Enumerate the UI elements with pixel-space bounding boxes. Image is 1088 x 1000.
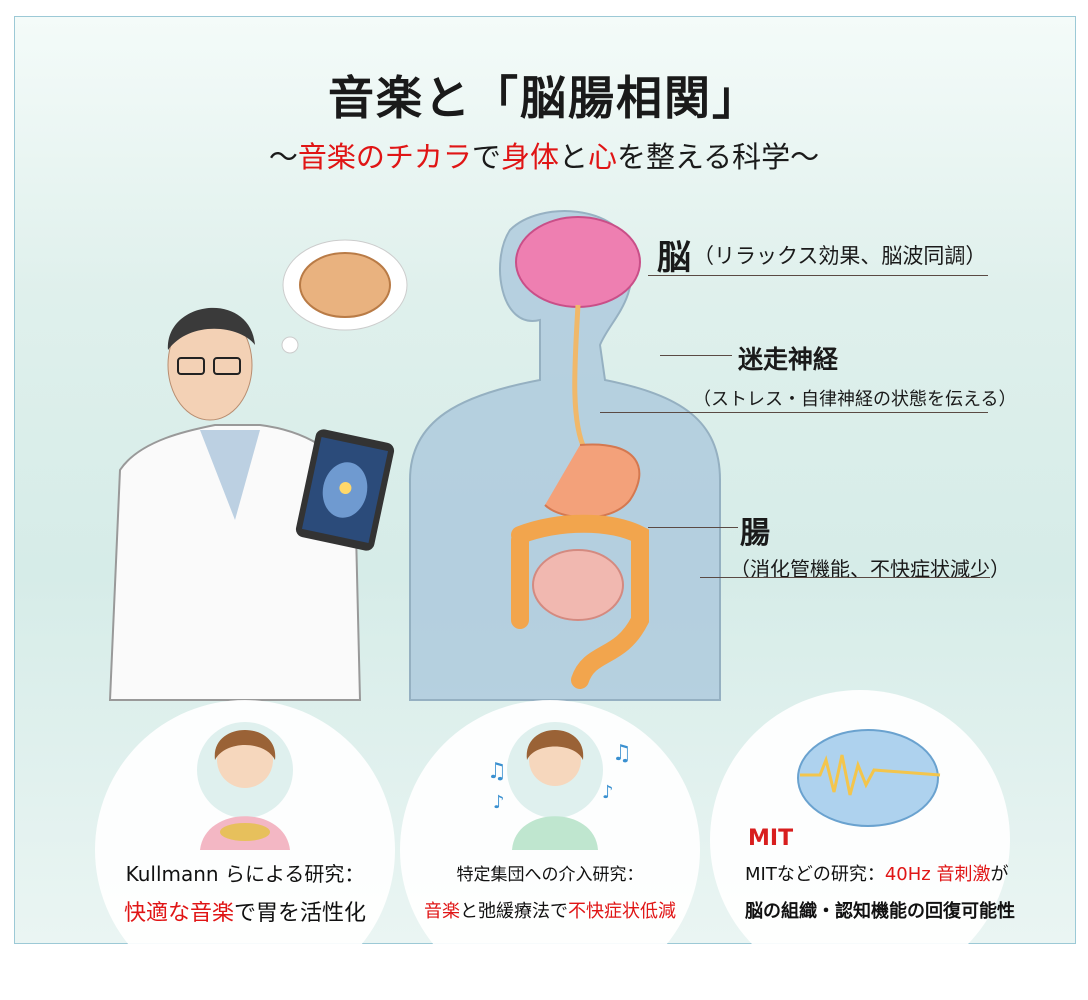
study-3-line2: 脳の組織・認知機能の回復可能性	[745, 901, 1015, 922]
brain-label: 脳	[657, 238, 691, 278]
vagus-pointer-line	[660, 355, 732, 356]
vagus-label: 迷走神経	[738, 345, 839, 374]
subtitle-part: 音楽	[297, 140, 356, 174]
study-highlight: 音楽	[424, 901, 460, 922]
mit-badge: MIT	[748, 826, 794, 851]
subtitle-part: で	[471, 140, 501, 174]
music-note-icon: ♫	[612, 741, 632, 766]
page-title: 音楽と「脳腸相関」	[328, 71, 760, 125]
subtitle: 〜音楽のチカラで身体と心を整える科学〜	[0, 134, 1088, 176]
study-text: で胃を活性化	[234, 901, 367, 926]
subtitle-part: 〜	[268, 140, 298, 174]
brain-sublabel: （リラックス効果、脳波同調）	[693, 244, 987, 268]
subtitle-part: の	[355, 140, 385, 174]
study-text: が	[990, 864, 1009, 885]
thought-brain-icon	[299, 252, 391, 318]
music-note-icon: ♪	[493, 792, 505, 813]
doctor-illustration	[108, 239, 408, 701]
tablet-icon	[295, 429, 395, 551]
food-plate-icon	[220, 823, 270, 841]
study-highlight: 不快症状低減	[568, 901, 676, 922]
study-text: と弛緩療法で	[460, 901, 568, 922]
study-3-line1: MITなどの研究：40Hz 音刺激が	[745, 860, 1008, 886]
study-highlight: 40Hz 音刺激	[884, 864, 991, 885]
gut-pointer-line	[648, 527, 738, 528]
study-illustrations: ♫ ♫ ♪ ♪	[197, 722, 941, 850]
study-highlight: 快適な音楽	[123, 901, 234, 926]
gut-label: 腸	[740, 516, 770, 551]
study-2-line1: 特定集団への介入研究：	[456, 865, 644, 885]
study-1-line2: 快適な音楽で胃を活性化	[95, 895, 395, 927]
study-text: MITなどの研究：	[745, 864, 885, 885]
brain-pointer-line	[648, 275, 988, 276]
subtitle-part: 身体	[500, 140, 559, 174]
study-2-line2: 音楽と弛緩療法で不快症状低減	[400, 897, 700, 923]
vagus-sublabel: （ストレス・自律神経の状態を伝える）	[693, 389, 1017, 410]
vagus-pointer-line	[600, 412, 988, 413]
subtitle-part: チカラ	[384, 140, 472, 174]
subtitle-part: と	[558, 140, 588, 174]
music-note-icon: ♫	[487, 759, 507, 784]
subtitle-part: を整える科学〜	[616, 140, 820, 174]
music-note-icon: ♪	[602, 782, 614, 803]
subtitle-part: 心	[587, 140, 617, 174]
body-illustration	[409, 210, 721, 701]
study-1-line1: Kullmann らによる研究：	[125, 862, 365, 886]
intestine-icon	[511, 514, 649, 689]
glowing-brain-icon	[797, 729, 939, 827]
gut-pointer-line	[700, 577, 990, 578]
